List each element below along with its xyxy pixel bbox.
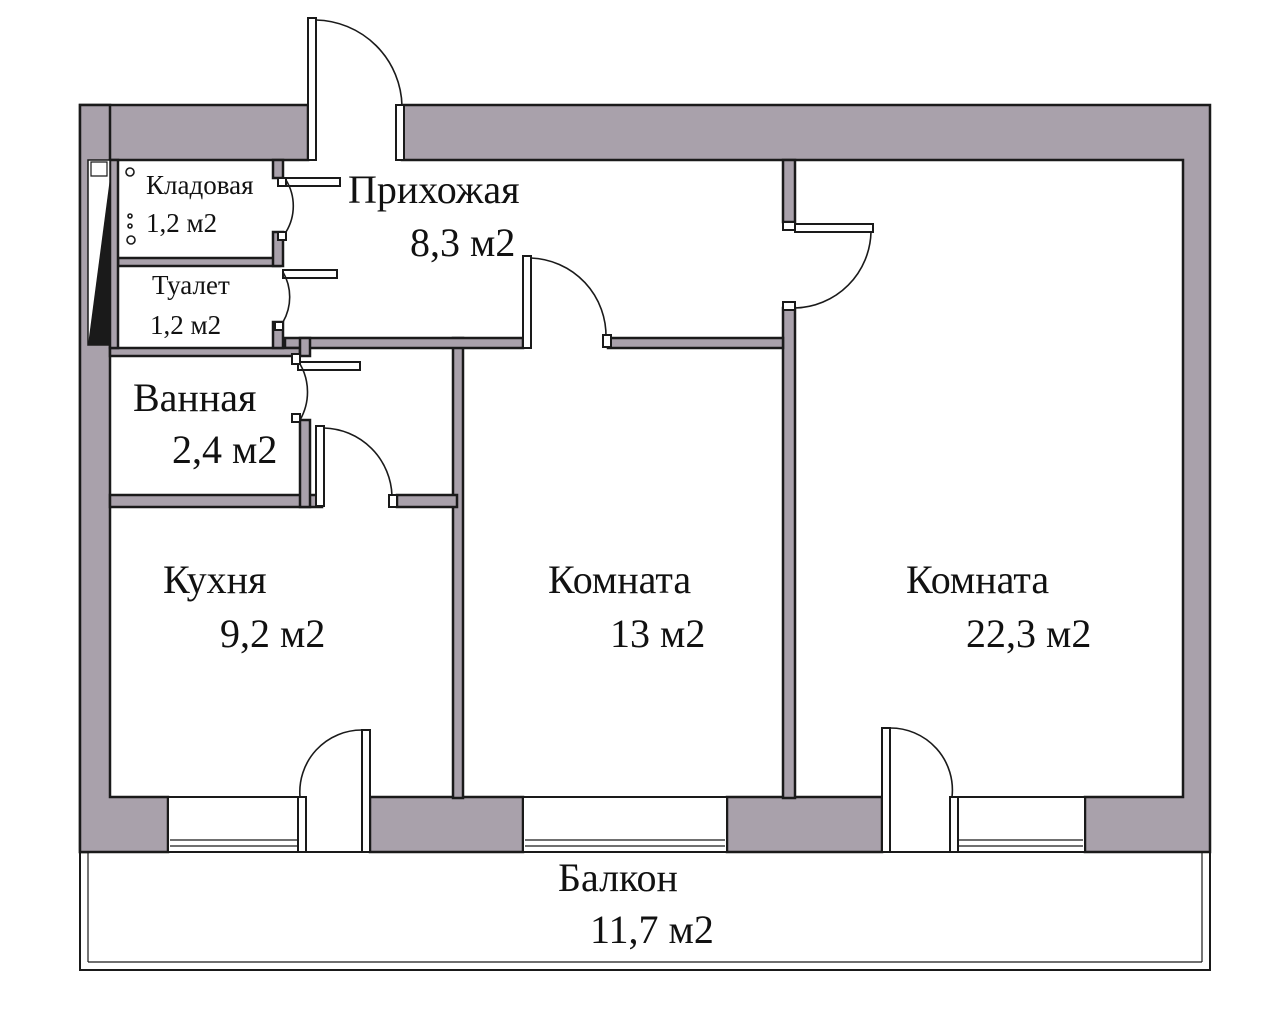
kitchen-window <box>167 796 301 853</box>
pantry-door <box>277 177 341 241</box>
wall-room1-room2 <box>781 306 797 800</box>
room2-name: Комната <box>906 557 1050 602</box>
wall-pantry-toilet <box>116 256 282 268</box>
kitchen-balcony-door <box>297 729 371 853</box>
wall-bath-kitchen <box>395 493 459 509</box>
kitchen-name: Кухня <box>163 557 267 602</box>
wall-hall-room1 <box>606 336 785 350</box>
kitchen-area: 9,2 м2 <box>220 611 326 656</box>
bathroom-area: 2,4 м2 <box>172 427 278 472</box>
outer-wall-bottom <box>725 795 884 854</box>
balcony-name: Балкон <box>558 855 678 900</box>
balcony-area: 11,7 м2 <box>590 907 714 952</box>
wall-hall-bath <box>283 336 525 350</box>
wall-kitchen-room1 <box>451 336 465 800</box>
wall-bath-right <box>298 418 312 509</box>
toilet-door <box>274 269 338 331</box>
outer-wall-bottom <box>368 795 525 854</box>
entrance-door <box>307 17 405 161</box>
wall-toilet-bath <box>108 346 302 358</box>
wall-pantry-right <box>271 158 285 180</box>
kitchen-door <box>315 425 398 508</box>
pantry-area: 1,2 м2 <box>146 208 218 238</box>
toilet-area: 1,2 м2 <box>150 310 222 340</box>
pantry-fixture <box>127 223 133 229</box>
wall-hall-room2 <box>781 158 797 224</box>
bathroom-name: Ванная <box>133 375 257 420</box>
wall-bath-right <box>298 336 312 358</box>
room2-area: 22,3 м2 <box>966 611 1092 656</box>
outer-wall <box>78 103 1212 854</box>
wall-bath-kitchen <box>108 493 324 509</box>
pantry-fixture <box>125 167 135 177</box>
hall-area: 8,3 м2 <box>410 220 516 265</box>
pantry-fixture <box>126 235 136 245</box>
room1-door <box>522 255 612 349</box>
bathroom-door <box>291 353 361 423</box>
hall-name: Прихожая <box>348 167 520 212</box>
toilet-name: Туалет <box>152 270 230 300</box>
room2-balcony-door <box>881 727 959 853</box>
room2-window <box>956 796 1086 853</box>
room1-window <box>522 796 728 853</box>
pantry-name: Кладовая <box>146 170 254 200</box>
room1-area: 13 м2 <box>610 611 706 656</box>
room2-door <box>782 221 874 311</box>
shaft-top <box>90 161 108 177</box>
room1-name: Комната <box>548 557 692 602</box>
shaft-fill <box>88 178 110 345</box>
pantry-fixture <box>127 213 133 219</box>
wall-utility-left <box>108 158 120 350</box>
